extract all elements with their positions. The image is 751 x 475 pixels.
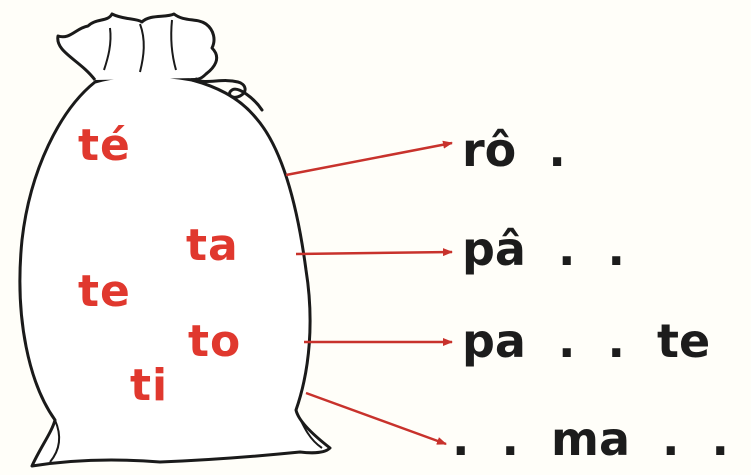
sack-body — [20, 76, 330, 466]
sack-ruffle — [58, 14, 217, 80]
word-blank-4: . . ma . . — [452, 416, 729, 462]
syllable-te: te — [78, 270, 131, 314]
arrow-4 — [306, 393, 446, 444]
word-blank-3: pa . . te — [462, 318, 710, 364]
word-blank-2: pâ . . — [462, 226, 625, 272]
syllable-ta: ta — [186, 224, 239, 268]
syllable-te-accent: té — [78, 124, 131, 168]
syllable-to: to — [188, 320, 241, 364]
word-blank-1: rô . — [462, 127, 566, 173]
arrow-2 — [296, 252, 452, 254]
syllable-ti: ti — [130, 364, 168, 408]
arrow-1 — [286, 143, 452, 175]
